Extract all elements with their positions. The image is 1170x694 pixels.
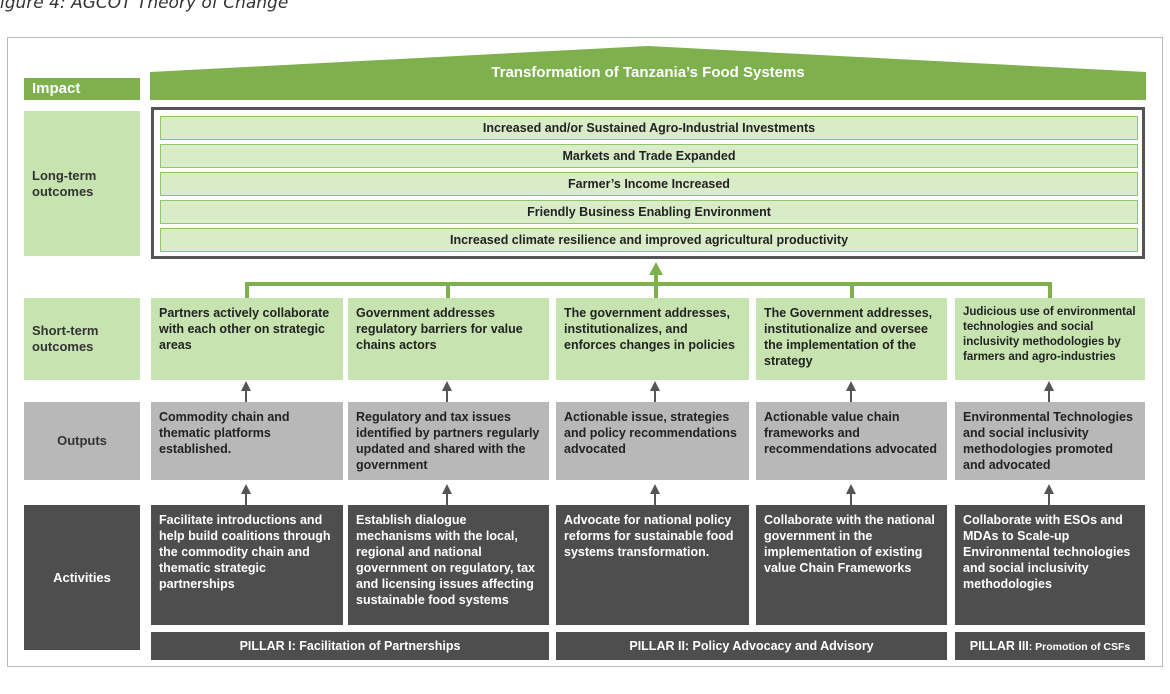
row-label-activities: Activities	[24, 505, 140, 650]
row-label-long-term: Long-term outcomes	[24, 111, 140, 256]
long-term-outcome: Friendly Business Enabling Environment	[160, 200, 1138, 224]
output: Environmental Technologies and social in…	[955, 402, 1145, 480]
activity: Collaborate with ESOs and MDAs to Scale-…	[955, 505, 1145, 625]
pillar-2-label: PILLAR II: Policy Advocacy and Advisory	[556, 632, 947, 660]
activity: Establish dialogue mechanisms with the l…	[348, 505, 549, 625]
output: Commodity chain and thematic platforms e…	[151, 402, 343, 480]
output: Regulatory and tax issues identified by …	[348, 402, 549, 480]
activity: Advocate for national policy reforms for…	[556, 505, 749, 625]
long-term-outcome: Farmer’s Income Increased	[160, 172, 1138, 196]
figure-caption: igure 4: AGCOT Theory of Change	[0, 0, 289, 13]
pillar-1-label: PILLAR I: Facilitation of Partnerships	[151, 632, 549, 660]
short-term-outcome: Partners actively collaborate with each …	[151, 298, 343, 380]
output: Actionable value chain frameworks and re…	[756, 402, 947, 480]
impact-statement: Transformation of Tanzania’s Food System…	[491, 64, 805, 81]
row-label-short-term: Short-term outcomes	[24, 298, 140, 380]
row-label-outputs: Outputs	[24, 402, 140, 480]
activity: Collaborate with the national government…	[756, 505, 947, 625]
long-term-outcome: Markets and Trade Expanded	[160, 144, 1138, 168]
activity: Facilitate introductions and help build …	[151, 505, 343, 625]
output: Actionable issue, strategies and policy …	[556, 402, 749, 480]
pillar-3-label: PILLAR III: Promotion of CSFs	[955, 632, 1145, 660]
short-term-outcome: The government addresses, institutionali…	[556, 298, 749, 380]
impact-banner	[150, 46, 1146, 100]
short-term-outcome: Judicious use of environmental technolog…	[955, 298, 1145, 380]
long-term-outcome: Increased and/or Sustained Agro-Industri…	[160, 116, 1138, 140]
long-term-outcome: Increased climate resilience and improve…	[160, 228, 1138, 252]
short-term-outcome: The Government addresses, institutionali…	[756, 298, 947, 380]
short-term-outcome: Government addresses regulatory barriers…	[348, 298, 549, 380]
row-label-impact: Impact	[24, 78, 140, 100]
